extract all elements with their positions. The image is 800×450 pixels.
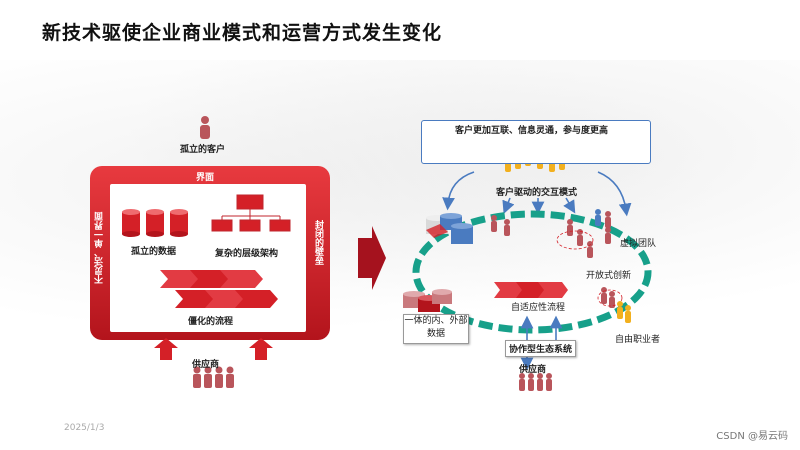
integrated-database-icon bbox=[426, 213, 473, 244]
interaction-arrows-icon bbox=[442, 171, 632, 217]
virtual-team-label: 虚拟团队 bbox=[620, 239, 657, 249]
isolated-data-label: 孤立的数据 bbox=[131, 247, 177, 257]
customer-connected-box bbox=[421, 120, 651, 164]
ecosystem-ring bbox=[412, 210, 652, 334]
process-chevron-icon bbox=[160, 270, 278, 308]
right-supplier-label: 供应商 bbox=[519, 365, 547, 375]
connected-customers-label: 客户更加互联、信息灵通，参与度更高 bbox=[455, 126, 609, 136]
database-icon bbox=[122, 209, 188, 237]
footer-date: 2025/1/3 bbox=[64, 423, 105, 433]
transition-arrow-icon bbox=[358, 226, 386, 290]
supplier-arrow-right bbox=[249, 338, 273, 360]
watermark: CSDN @易云码 bbox=[716, 431, 788, 442]
right-supplier-people-icon bbox=[519, 373, 552, 391]
left-supplier-label: 供应商 bbox=[192, 360, 220, 370]
left-side-label: 不灵活、单一界面 bbox=[95, 212, 105, 284]
freelancer-label: 自由职业者 bbox=[615, 335, 661, 345]
inner-outer-database-icon bbox=[403, 289, 452, 312]
innovation-circle bbox=[597, 289, 623, 307]
isolated-customer-label: 孤立的客户 bbox=[180, 145, 226, 155]
ecosystem-arrows-icon bbox=[520, 315, 563, 371]
freelancer-people-icon bbox=[617, 301, 631, 323]
supplier-arrow-left bbox=[154, 338, 178, 360]
customer-person-icon bbox=[200, 116, 210, 139]
integrated-data-label: 一体的内、外部数据 bbox=[403, 314, 469, 344]
hierarchy-chart-icon bbox=[211, 194, 291, 232]
rigid-process-label: 僵化的流程 bbox=[188, 317, 234, 327]
adaptive-process-label: 自适应性流程 bbox=[511, 303, 566, 313]
ecosystem-label: 协作型生态系统 bbox=[505, 340, 577, 357]
virtual-team-circle bbox=[556, 230, 594, 250]
supplier-people-icon bbox=[193, 366, 234, 388]
hierarchy-label: 复杂的层级架构 bbox=[215, 249, 279, 259]
interaction-model-label: 客户驱动的交互模式 bbox=[496, 188, 578, 198]
page-title: 新技术驱使企业商业模式和运营方式发生变化 bbox=[42, 22, 443, 44]
open-innovation-label: 开放式创新 bbox=[586, 271, 632, 281]
right-side-label: 封闭的壁垒 bbox=[313, 220, 323, 265]
adaptive-process-icon bbox=[494, 282, 568, 298]
interface-label: 界面 bbox=[196, 173, 215, 183]
virtual-team-people-icon bbox=[595, 209, 611, 244]
